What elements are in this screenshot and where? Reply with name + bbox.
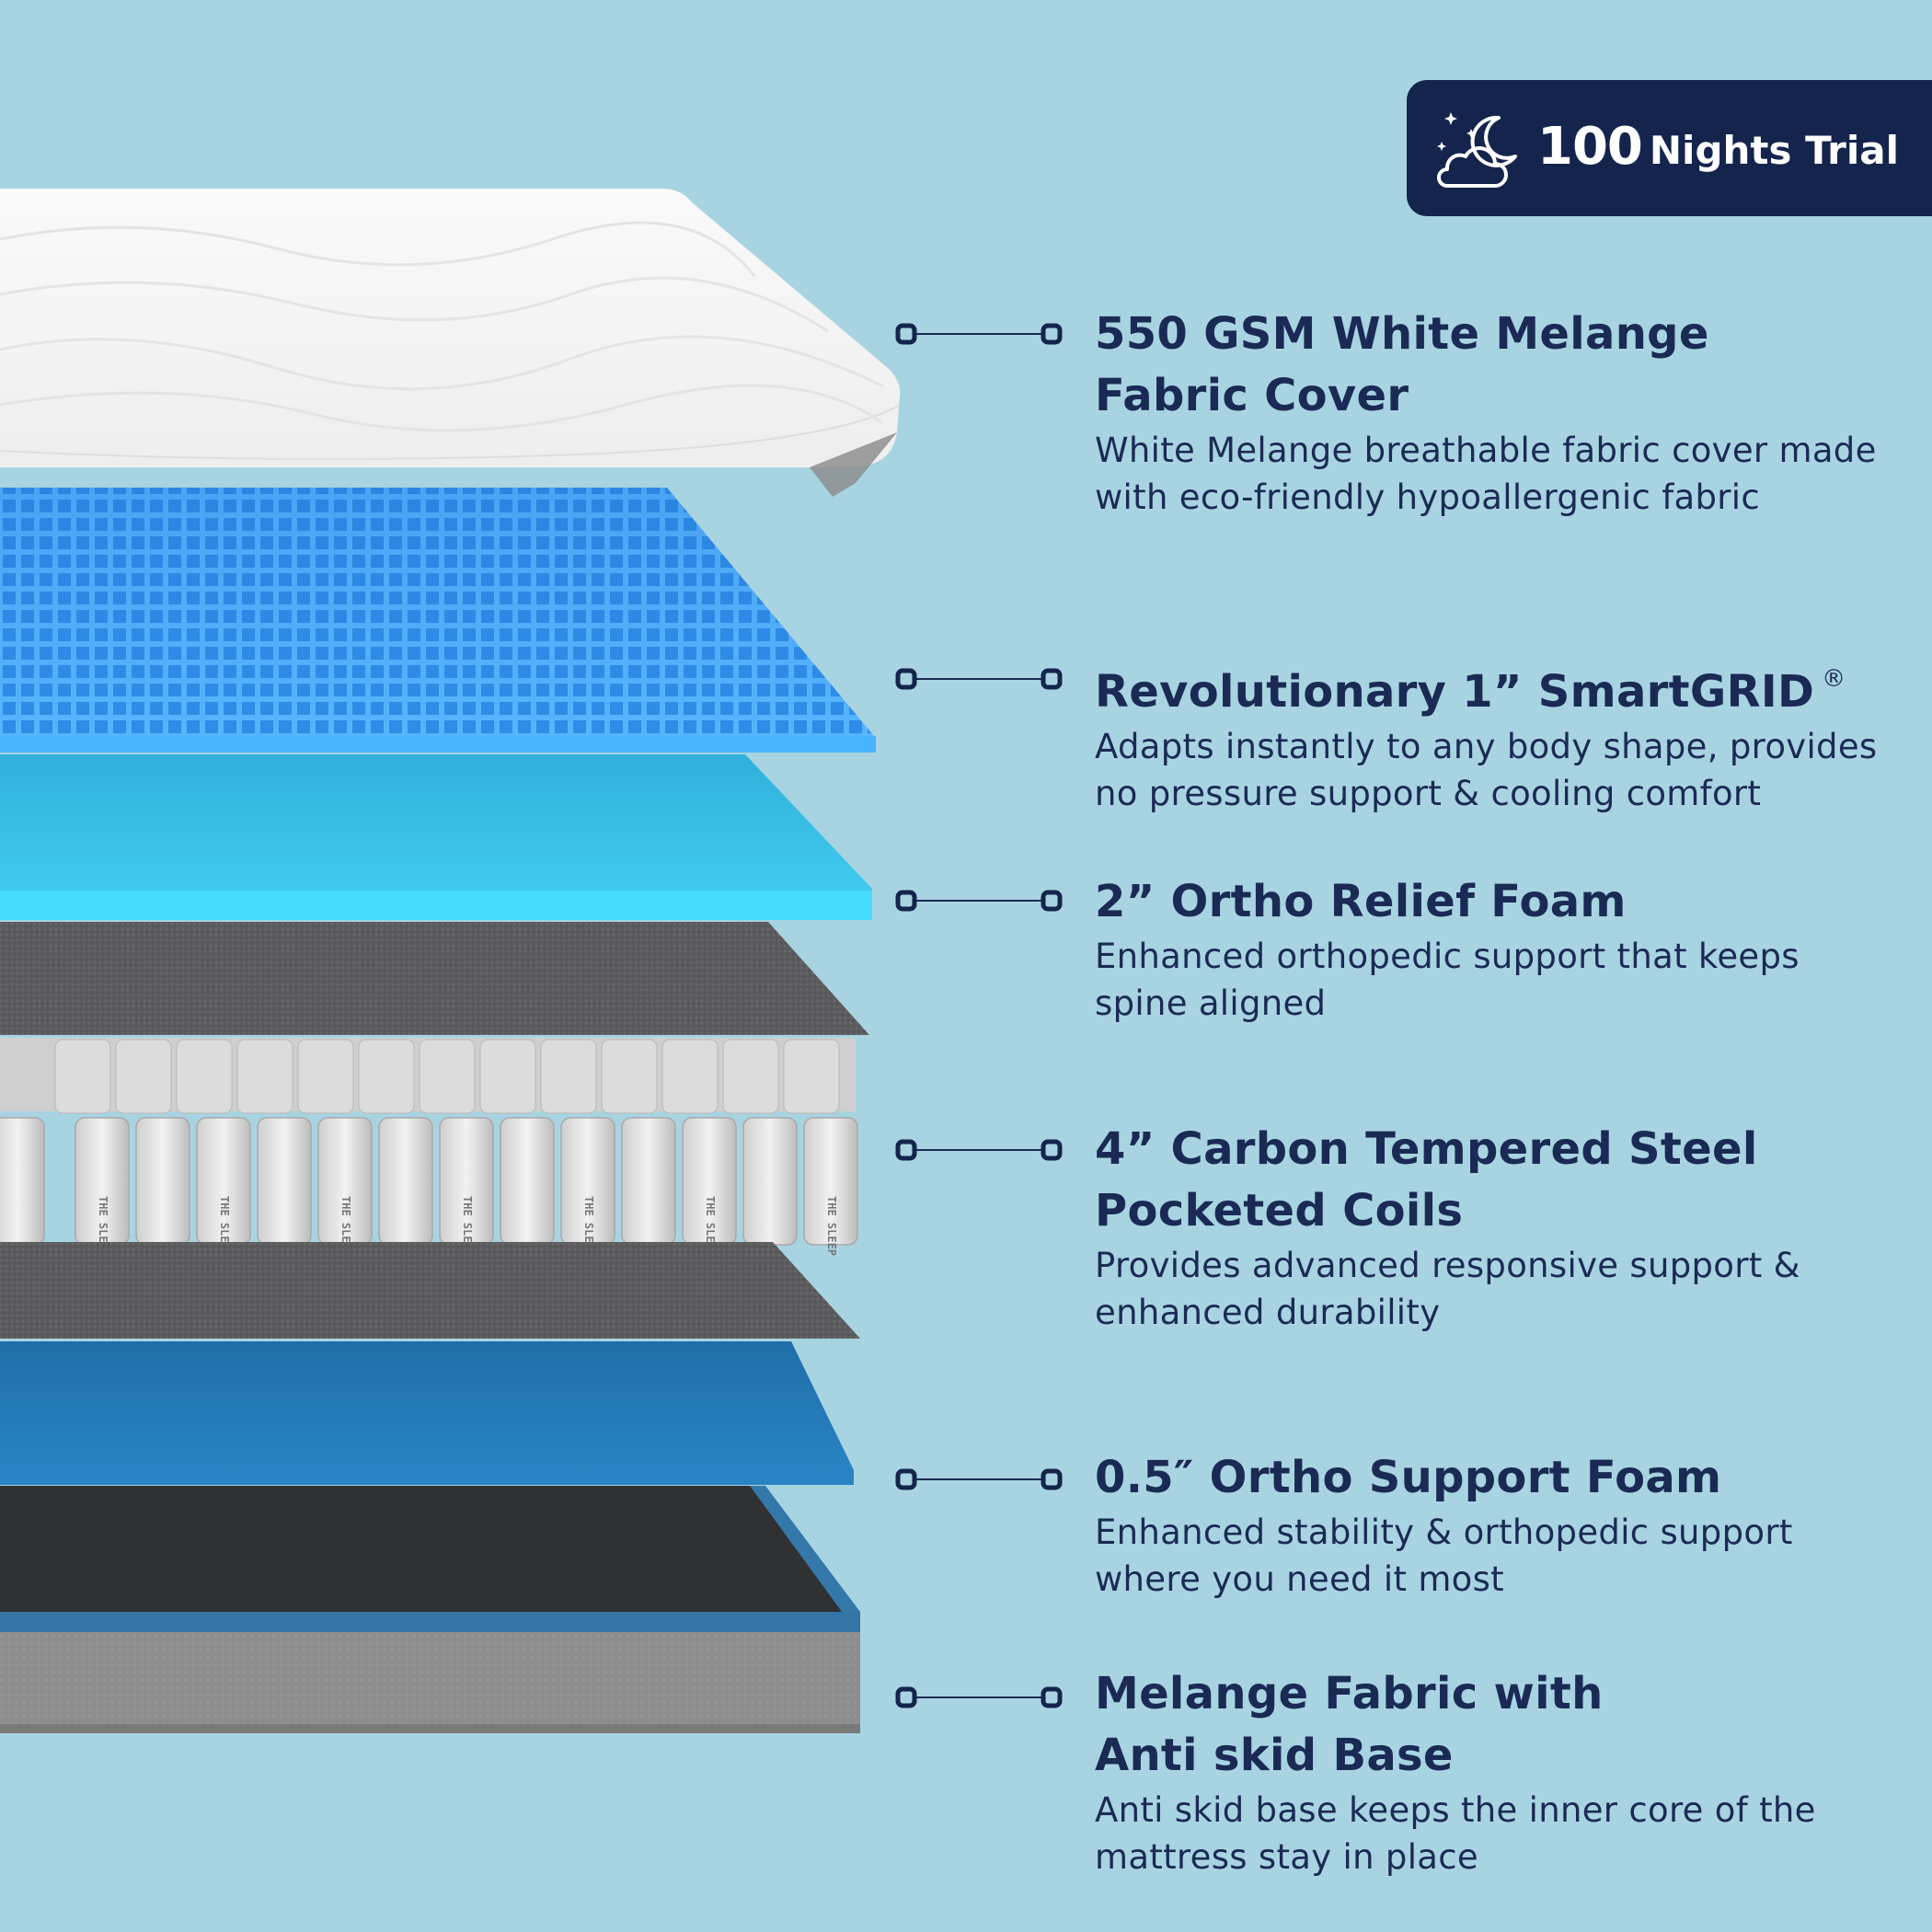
connector-line (895, 1468, 1063, 1490)
trial-number: 100 (1537, 117, 1643, 177)
coil-brand-label: THE SLEEP (218, 1196, 231, 1256)
feature-title-line: Fabric Cover (1095, 370, 1409, 421)
ortho-relief-foam-layer (0, 754, 872, 920)
feature-title-line: 550 GSM White Melange (1095, 308, 1709, 360)
anti-skid-base-layer (0, 1486, 860, 1733)
feature-description-line: Enhanced orthopedic support that keeps (1095, 937, 1800, 976)
feature-description-line: no pressure support & cooling comfort (1095, 774, 1762, 813)
feature-title-line: Anti skid Base (1095, 1730, 1454, 1781)
coil-brand-label: THE SLEEP (825, 1196, 838, 1256)
smartgrid-layer (0, 488, 876, 753)
feature-smartgrid: Revolutionary 1” SmartGRID® Adapts insta… (1095, 649, 1923, 817)
feature-ortho-relief-foam: 2” Ortho Relief Foam Enhanced orthopedic… (1095, 871, 1923, 1027)
connector-line (895, 668, 1063, 690)
feature-title: Revolutionary 1” SmartGRID® (1095, 649, 1923, 723)
feature-description-line: mattress stay in place (1095, 1837, 1478, 1877)
feature-description-line: enhanced durability (1095, 1293, 1441, 1332)
feature-description: Enhanced stability & orthopedic support … (1095, 1509, 1923, 1603)
feature-description-line: with eco-friendly hypoallergenic fabric (1095, 477, 1761, 517)
feature-title-line: Pocketed Coils (1095, 1185, 1464, 1236)
pocketed-coils-layer: THE SLEEP THE SLEEP THE SLEEP THE SLEEP … (0, 1038, 858, 1256)
feature-title-line: 0.5″ Ortho Support Foam (1095, 1452, 1722, 1503)
feature-description: Adapts instantly to any body shape, prov… (1095, 723, 1923, 817)
coil-brand-label: THE SLEEP (339, 1196, 352, 1256)
feature-description-line: Adapts instantly to any body shape, prov… (1095, 727, 1878, 766)
ortho-support-foam-layer (0, 1341, 854, 1485)
moon-stars-cloud-icon (1437, 112, 1517, 188)
coil-brand-label: THE SLEEP (461, 1196, 474, 1256)
mattress-layers-illustration: THE SLEEP THE SLEEP THE SLEEP THE SLEEP … (0, 189, 901, 1733)
top-felt-layer (0, 922, 869, 1035)
connector-line (895, 1686, 1063, 1708)
feature-title-text: Revolutionary 1” SmartGRID (1095, 666, 1815, 718)
feature-description: Enhanced orthopedic support that keeps s… (1095, 933, 1923, 1027)
feature-description-line: White Melange breathable fabric cover ma… (1095, 431, 1877, 470)
feature-title-line: Revolutionary 1” SmartGRID® (1095, 649, 1923, 723)
feature-title: 4” Carbon Tempered Steel Pocketed Coils (1095, 1119, 1923, 1242)
fabric-cover-layer (0, 189, 901, 497)
connector-line (895, 890, 1063, 912)
feature-title-line: 2” Ortho Relief Foam (1095, 876, 1627, 927)
bottom-felt-layer (0, 1242, 860, 1339)
feature-title: 0.5″ Ortho Support Foam (1095, 1447, 1923, 1509)
feature-title: 550 GSM White Melange Fabric Cover (1095, 304, 1923, 427)
feature-description-line: Provides advanced responsive support & (1095, 1246, 1800, 1285)
feature-description-line: Anti skid base keeps the inner core of t… (1095, 1790, 1816, 1830)
feature-description: Provides advanced responsive support & e… (1095, 1242, 1923, 1336)
coil-brand-label: THE SLEEP (704, 1196, 717, 1256)
connector-line (895, 1139, 1063, 1161)
connector-line (895, 323, 1063, 345)
feature-description-line: Enhanced stability & orthopedic support (1095, 1512, 1793, 1552)
feature-description: White Melange breathable fabric cover ma… (1095, 427, 1923, 521)
registered-mark: ® (1822, 665, 1846, 693)
feature-pocketed-coils: 4” Carbon Tempered Steel Pocketed Coils … (1095, 1119, 1923, 1336)
feature-description-line: where you need it most (1095, 1559, 1504, 1599)
feature-fabric-cover: 550 GSM White Melange Fabric Cover White… (1095, 304, 1923, 521)
trial-label: Nights Trial (1649, 128, 1899, 173)
coil-brand-label: THE SLEEP (582, 1196, 595, 1256)
feature-ortho-support-foam: 0.5″ Ortho Support Foam Enhanced stabili… (1095, 1447, 1923, 1603)
feature-description-line: spine aligned (1095, 983, 1327, 1023)
feature-title-line: 4” Carbon Tempered Steel (1095, 1123, 1758, 1175)
feature-description: Anti skid base keeps the inner core of t… (1095, 1787, 1923, 1880)
feature-anti-skid-base: Melange Fabric with Anti skid Base Anti … (1095, 1663, 1923, 1880)
feature-title: Melange Fabric with Anti skid Base (1095, 1663, 1923, 1787)
coil-brand-label: THE SLEEP (97, 1196, 109, 1256)
feature-title: 2” Ortho Relief Foam (1095, 871, 1923, 933)
feature-title-line: Melange Fabric with (1095, 1668, 1604, 1719)
